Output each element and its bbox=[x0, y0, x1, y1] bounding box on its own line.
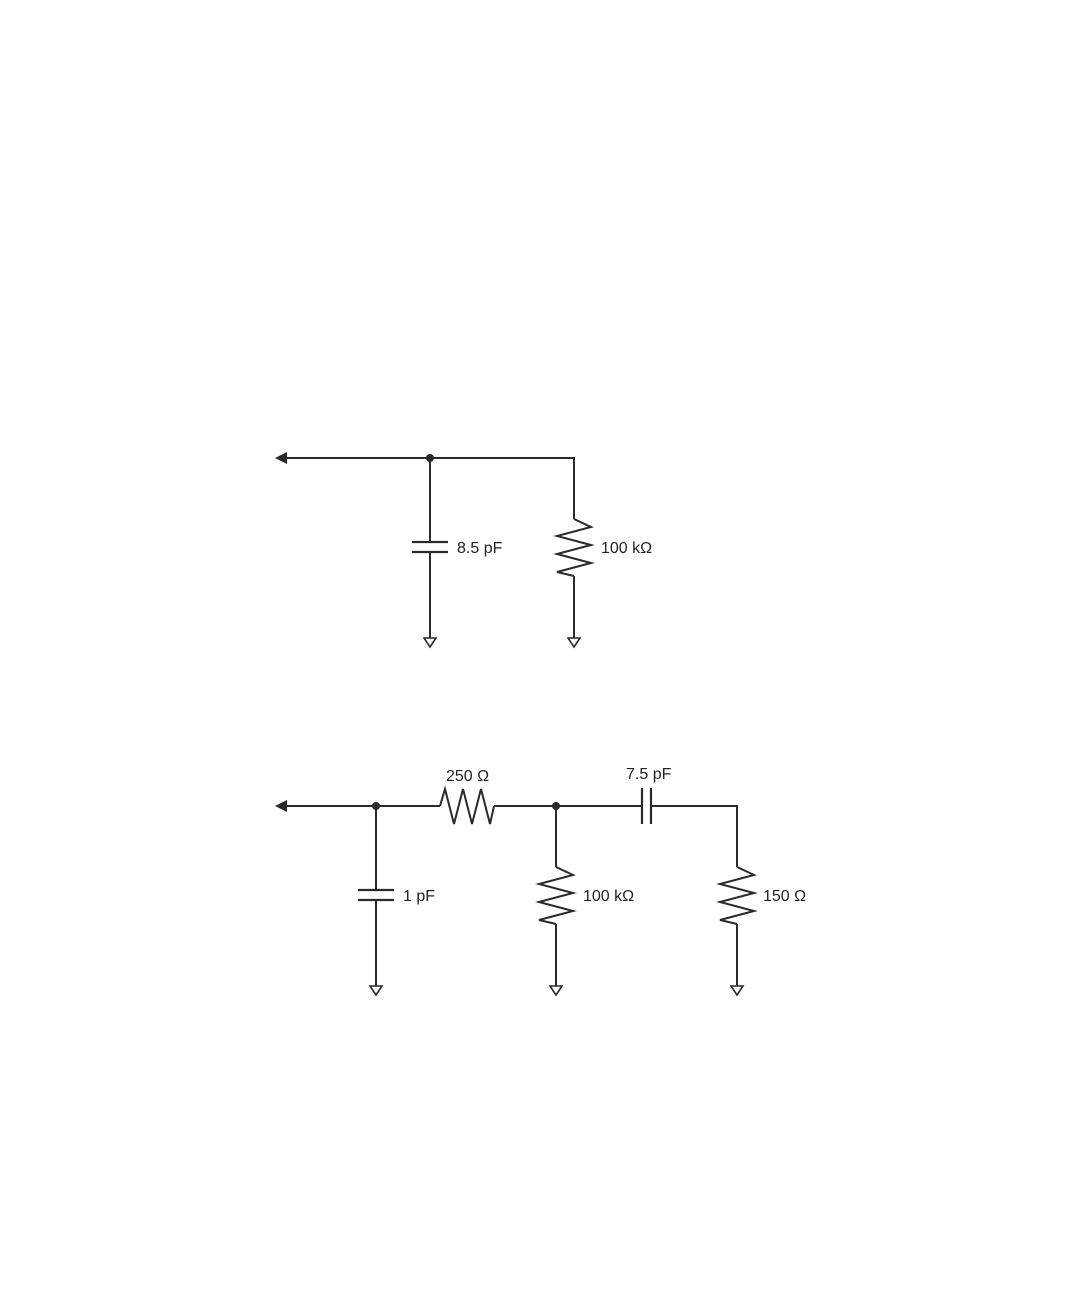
ground-icon bbox=[424, 638, 436, 647]
capacitor-shunt-label: 1 pF bbox=[403, 888, 435, 905]
capacitor-8-5pf bbox=[412, 458, 448, 647]
capacitor-label: 8.5 pF bbox=[457, 540, 503, 557]
ground-icon bbox=[370, 986, 382, 995]
resistor-label: 100 kΩ bbox=[601, 540, 652, 557]
resistor-100k-shunt bbox=[539, 806, 573, 995]
output-wire bbox=[651, 806, 737, 867]
circuit-a: 8.5 pF 100 kΩ bbox=[275, 452, 652, 647]
input-arrow-icon bbox=[275, 452, 287, 464]
resistor-250 bbox=[440, 789, 494, 824]
resistor-150 bbox=[720, 867, 754, 995]
ground-icon bbox=[550, 986, 562, 995]
circuit-b: 250 Ω 7.5 pF 1 pF 100 kΩ bbox=[275, 766, 806, 995]
ground-icon bbox=[731, 986, 743, 995]
resistor-100k bbox=[557, 519, 591, 647]
input-arrow-icon bbox=[275, 800, 287, 812]
capacitor-7-5pf bbox=[642, 788, 651, 824]
ground-icon bbox=[568, 638, 580, 647]
capacitor-series-label: 7.5 pF bbox=[626, 766, 672, 783]
resistor-load-label: 150 Ω bbox=[763, 888, 806, 905]
resistor-series-label: 250 Ω bbox=[446, 768, 489, 785]
capacitor-1pf bbox=[358, 806, 394, 995]
resistor-shunt-label: 100 kΩ bbox=[583, 888, 634, 905]
